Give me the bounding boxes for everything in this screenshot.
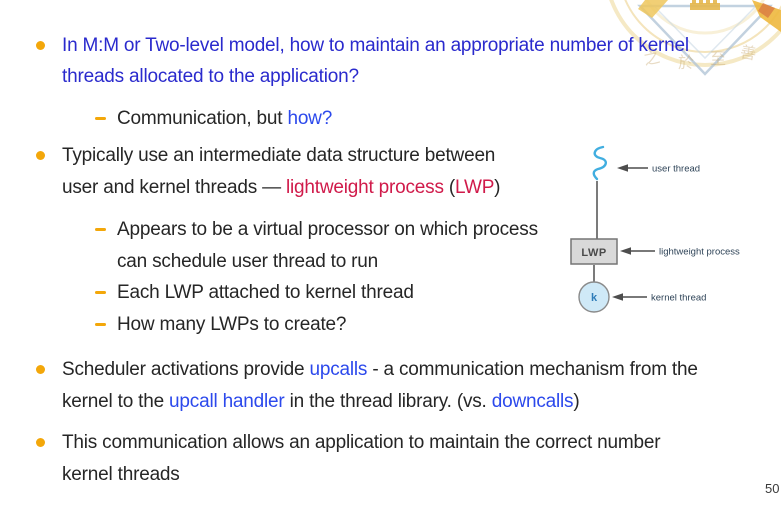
- seal-pagoda-icon: [690, 0, 720, 10]
- lwp-box-label: LWP: [581, 247, 606, 259]
- bullet-mm-model-question: In M:M or Two-level model, how to mainta…: [0, 30, 781, 92]
- subbullet-line: Appears to be a virtual processor on whi…: [117, 219, 538, 240]
- subbullet-dash-icon: [95, 228, 106, 231]
- subbullet-how-many-lwps: How many LWPs to create?: [0, 309, 781, 341]
- lightweight-process-label: lightweight process: [659, 247, 740, 258]
- bullet-dot-icon: [36, 151, 45, 160]
- subbullet-line: can schedule user thread to run: [117, 250, 379, 272]
- text-run: (: [443, 177, 455, 198]
- arrow-kernel-thread-icon: [612, 293, 647, 301]
- bullet-dot-icon: [36, 365, 45, 374]
- user-thread-label: user thread: [652, 164, 700, 175]
- bullet-scheduler-activations: Scheduler activations provide upcalls - …: [0, 354, 781, 417]
- page-number: 50: [765, 481, 780, 496]
- text-run: ): [494, 177, 501, 198]
- bullet-dot-icon: [36, 41, 45, 50]
- arrow-user-thread-icon: [617, 164, 648, 172]
- subbullet-line: How many LWPs to create?: [117, 313, 347, 335]
- bullet-dot-icon: [36, 438, 45, 447]
- subbullet-line: Communication, but how?: [117, 103, 781, 134]
- bullet-correct-number-threads: This communication allows an application…: [0, 427, 781, 490]
- bullet-line: user and kernel threads — lightweight pr…: [62, 172, 781, 204]
- text-run: user and kernel threads —: [62, 177, 286, 198]
- text-run-highlight: LWP: [455, 177, 495, 198]
- bullet-line: kernel to the upcall handler in the thre…: [62, 386, 781, 418]
- bullet-lwp-structure: Typically use an intermediate data struc…: [0, 140, 781, 204]
- arrow-lightweight-process-icon: [620, 247, 655, 255]
- text-run: Scheduler activations provide: [62, 359, 310, 380]
- kernel-thread-letter: k: [591, 292, 598, 304]
- text-run: ): [573, 390, 580, 412]
- bullet-line: Scheduler activations provide upcalls - …: [62, 354, 781, 386]
- subbullet-virtual-processor: Appears to be a virtual processor on whi…: [0, 214, 781, 277]
- text-run: in the thread library. (vs.: [284, 390, 492, 412]
- bullet-line: threads allocated to the application?: [62, 66, 359, 87]
- text-run-highlight: how?: [287, 108, 333, 129]
- kernel-thread-label: kernel thread: [651, 293, 706, 304]
- subbullet-dash-icon: [95, 322, 106, 326]
- subbullet-lwp-attached: Each LWP attached to kernel thread: [0, 277, 781, 309]
- bullet-line: Typically use an intermediate data struc…: [62, 145, 496, 166]
- subbullet-communication: Communication, but how?: [0, 103, 781, 134]
- text-run-highlight: upcall handler: [169, 390, 285, 412]
- subbullet-dash-icon: [95, 291, 106, 294]
- bullet-line: In M:M or Two-level model, how to mainta…: [62, 35, 689, 56]
- text-run-highlight: upcalls: [309, 359, 368, 380]
- bullet-line: kernel threads: [62, 463, 180, 485]
- subbullet-line: Each LWP attached to kernel thread: [117, 282, 414, 303]
- lwp-diagram: LWP k user thread lightweight process ke…: [570, 145, 740, 313]
- bullet-line: This communication allows an application…: [62, 432, 661, 453]
- text-run-highlight: downcalls: [491, 390, 574, 412]
- subbullet-dash-icon: [95, 117, 106, 120]
- text-run: Communication, but: [117, 108, 288, 129]
- lwp-box: [570, 238, 618, 265]
- text-run: - a communication mechanism from the: [367, 359, 698, 380]
- text-run: kernel to the: [62, 390, 170, 412]
- user-thread-squiggle-icon: [592, 145, 607, 181]
- text-run-highlight: lightweight process: [285, 177, 444, 198]
- kernel-thread-circle: [578, 281, 610, 313]
